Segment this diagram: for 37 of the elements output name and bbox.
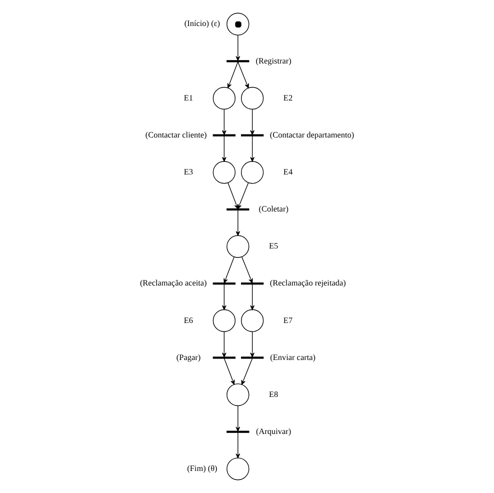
arrow [238,62,249,88]
arrow [227,62,238,88]
node-bar [226,430,250,433]
node-circle [241,309,264,332]
node-circle [226,383,250,406]
node-circle [212,161,236,184]
node-bar [212,134,236,136]
node-bar [212,282,236,285]
node-bar [241,282,264,285]
node-circle [212,309,236,332]
arrow [222,136,226,162]
arrow [250,284,255,310]
node-bar [241,134,264,136]
arrow [250,108,255,135]
node-circle [212,86,236,110]
node-circle [226,458,250,480]
arrow [236,405,240,432]
arrow [222,331,226,358]
node-circle [226,12,250,36]
arrow [236,34,240,61]
node-circle [241,161,264,184]
arrow [224,256,234,284]
arrow [236,432,240,458]
arrow [236,210,240,236]
arrow [222,284,226,310]
arrow [222,108,226,135]
arrow [250,136,255,162]
node-circle [226,235,250,258]
node-bar [226,208,250,210]
arrow [224,358,235,385]
arrow [237,182,249,210]
node-circle [241,86,264,110]
node-bar [241,356,264,359]
arrow [250,331,255,358]
node-bar [226,60,250,62]
arrow [242,256,253,284]
node-bar [212,356,236,359]
